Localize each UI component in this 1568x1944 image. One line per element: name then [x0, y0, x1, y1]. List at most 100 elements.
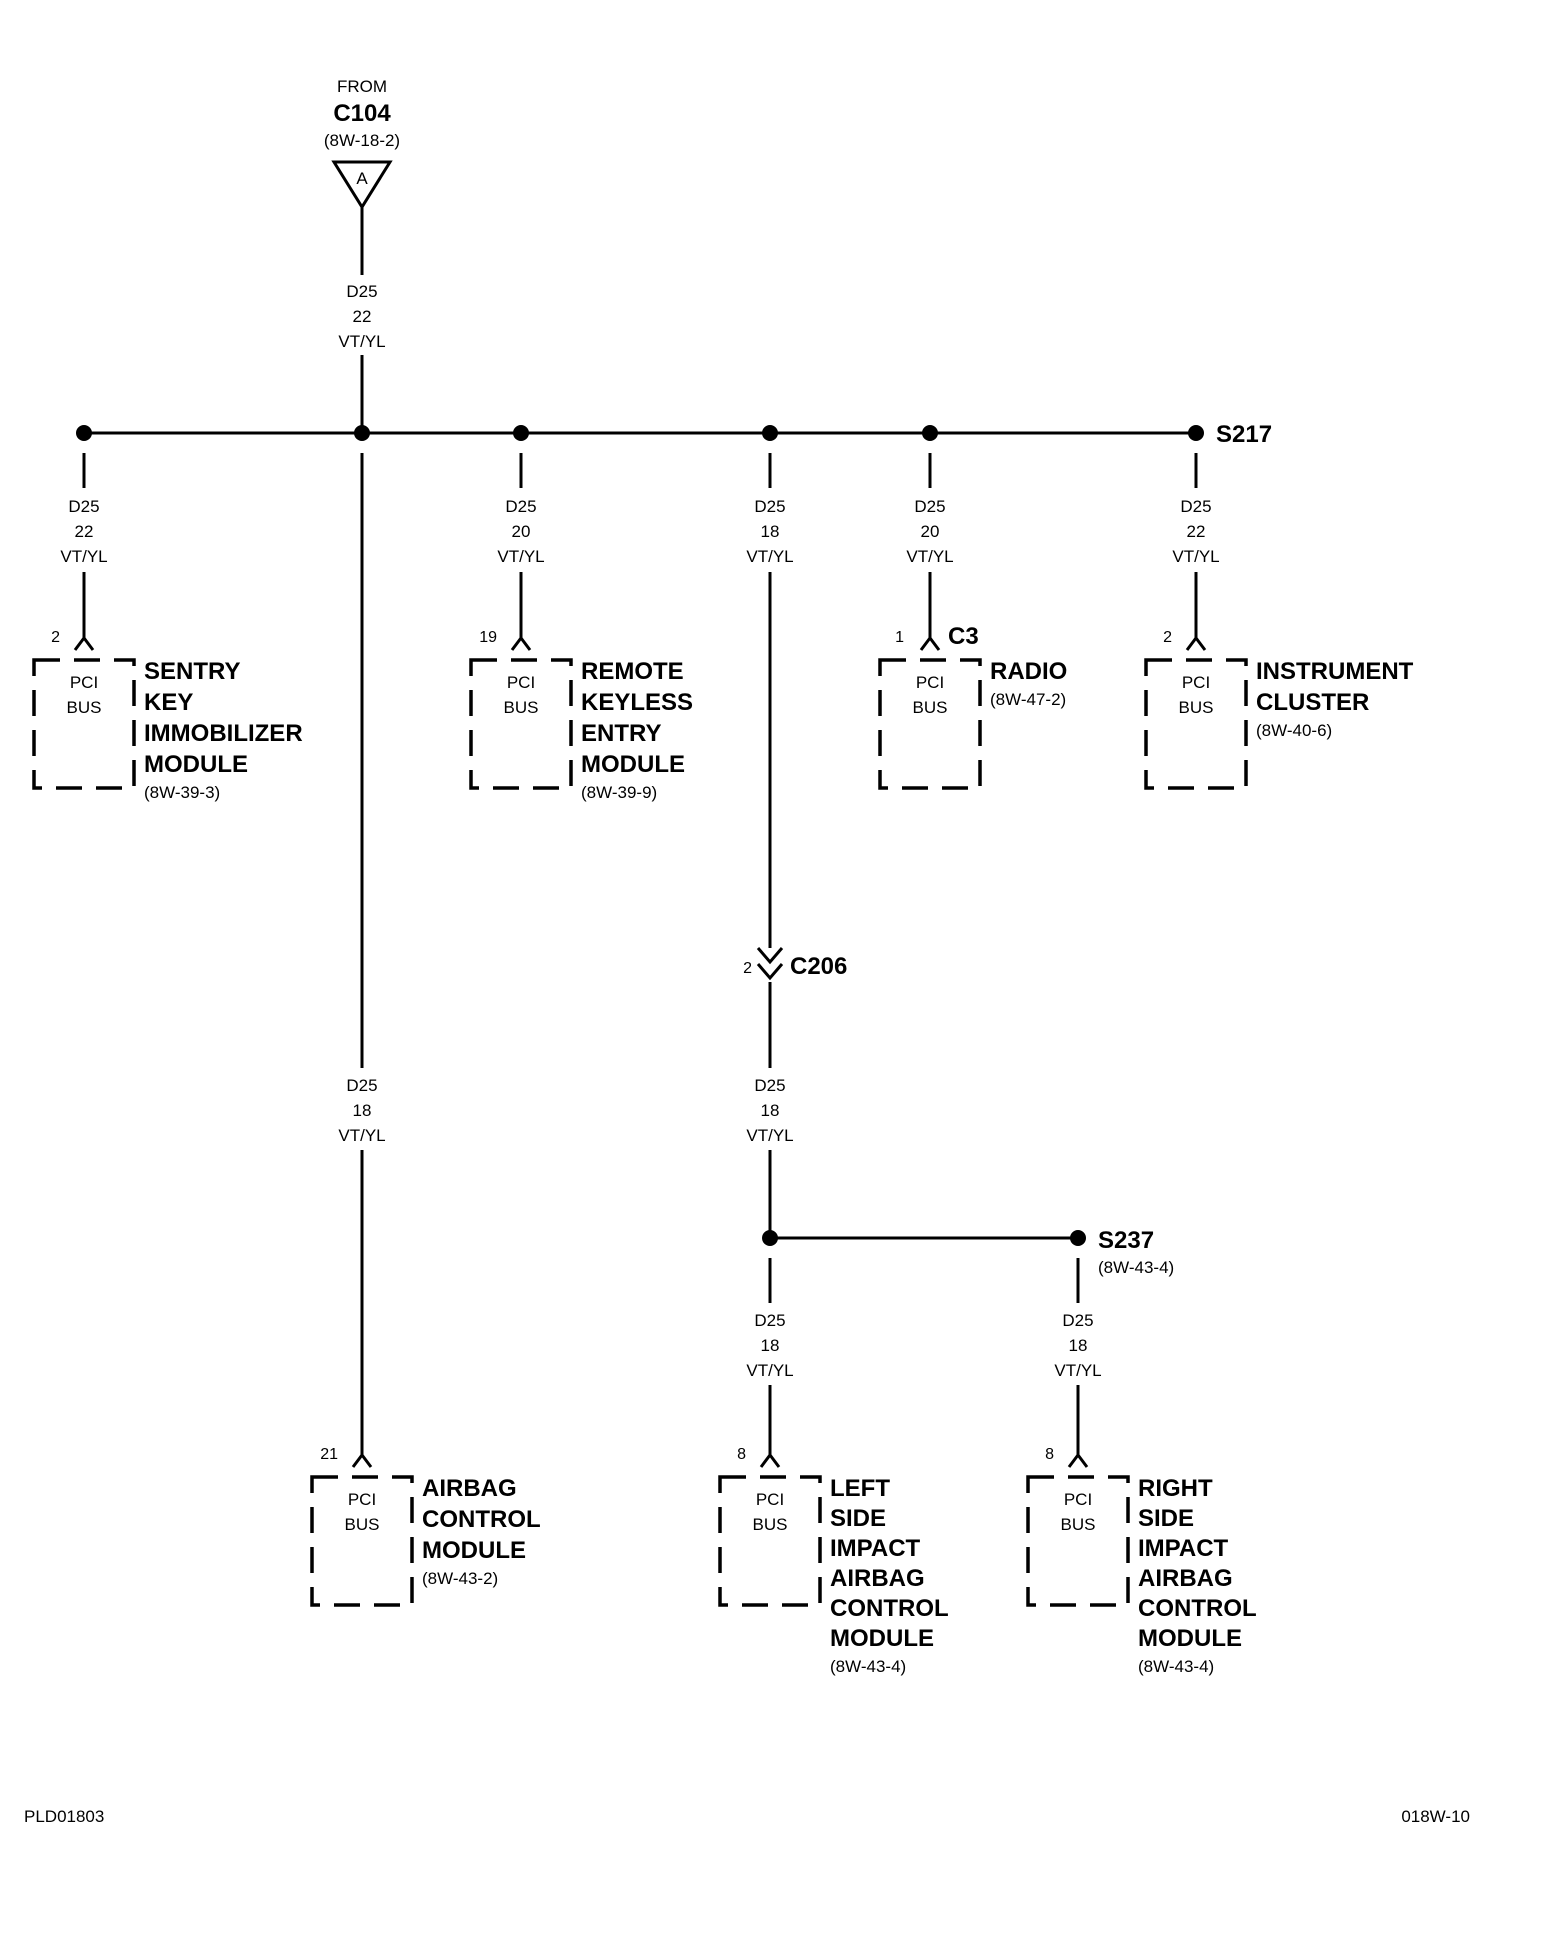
footer-right-code: 018W-10 [1401, 1807, 1470, 1826]
svg-text:VT/YL: VT/YL [338, 332, 385, 351]
connector-triangle-label: A [356, 169, 368, 188]
svg-text:VT/YL: VT/YL [1172, 547, 1219, 566]
module-name: CONTROL [830, 1595, 949, 1622]
inline-connector-pin: 2 [743, 960, 752, 977]
module-left-side-impact-airbag: 8 PCI BUS LEFT SIDE IMPACT AIRBAG CONTRO… [718, 1446, 949, 1676]
pin-connector-icon [759, 1452, 781, 1468]
module-name: SENTRY [144, 658, 240, 685]
module-ref: (8W-40-6) [1256, 721, 1332, 740]
svg-text:20: 20 [512, 522, 531, 541]
svg-text:20: 20 [921, 522, 940, 541]
module-name: MODULE [581, 751, 685, 778]
module-remote-keyless-entry: 19 PCI BUS REMOTE KEYLESS ENTRY MODULE (… [469, 629, 693, 802]
module-connector-name: C3 [948, 623, 979, 650]
module-name: MODULE [830, 1625, 934, 1652]
splice-dot-s217 [1188, 425, 1204, 441]
module-instrument-cluster: 2 PCI BUS INSTRUMENT CLUSTER (8W-40-6) [1144, 629, 1414, 790]
wire-lines [82, 207, 1198, 1455]
svg-text:VT/YL: VT/YL [60, 547, 107, 566]
svg-text:18: 18 [761, 1336, 780, 1355]
svg-text:VT/YL: VT/YL [338, 1126, 385, 1145]
wire-label: D25 22 VT/YL [60, 497, 107, 566]
module-name: INSTRUMENT [1256, 658, 1414, 685]
module-box [718, 1475, 822, 1607]
svg-text:D25: D25 [346, 282, 377, 301]
module-name: CLUSTER [1256, 689, 1369, 716]
module-radio: 1 C3 PCI BUS RADIO (8W-47-2) [878, 623, 1067, 790]
wire-label: D25 18 VT/YL [1054, 1311, 1101, 1380]
module-right-side-impact-airbag: 8 PCI BUS RIGHT SIDE IMPACT AIRBAG CONTR… [1026, 1446, 1257, 1676]
svg-text:22: 22 [1187, 522, 1206, 541]
module-bus-label: PCI [507, 673, 535, 692]
module-bus-label: PCI [756, 1490, 784, 1509]
module-name: RIGHT [1138, 1475, 1213, 1502]
connector-triangle-icon [331, 160, 393, 210]
wire-label: D25 22 VT/YL [338, 282, 385, 351]
svg-text:VT/YL: VT/YL [497, 547, 544, 566]
splice-dot [922, 425, 938, 441]
module-bus-label: BUS [753, 1515, 788, 1534]
pin-connector-icon [351, 1452, 373, 1468]
module-ref: (8W-39-3) [144, 783, 220, 802]
module-name: AIRBAG [830, 1565, 925, 1592]
footer-left-code: PLD01803 [24, 1807, 104, 1826]
module-ref: (8W-47-2) [990, 690, 1066, 709]
module-ref: (8W-39-9) [581, 783, 657, 802]
module-name: LEFT [830, 1475, 890, 1502]
module-name: MODULE [1138, 1625, 1242, 1652]
splice-dots [76, 425, 1204, 1246]
splice-label-s217: S217 [1216, 421, 1272, 448]
module-bus-label: PCI [348, 1490, 376, 1509]
module-name: AIRBAG [422, 1475, 517, 1502]
splice-dot [762, 425, 778, 441]
module-ref: (8W-43-4) [1138, 1657, 1214, 1676]
wire-label: D25 22 VT/YL [1172, 497, 1219, 566]
wire-label: D25 18 VT/YL [746, 1076, 793, 1145]
module-bus-label: BUS [913, 698, 948, 717]
svg-text:D25: D25 [754, 1311, 785, 1330]
pin-connector-icon [73, 635, 95, 651]
splice-dot [762, 1230, 778, 1246]
pin-connector-icon [510, 635, 532, 651]
svg-text:22: 22 [353, 307, 372, 326]
module-name: KEYLESS [581, 689, 693, 716]
module-name: REMOTE [581, 658, 684, 685]
wire-label: D25 18 VT/YL [746, 497, 793, 566]
module-pin-number: 1 [895, 629, 904, 646]
module-box [1144, 658, 1248, 790]
module-pin-number: 2 [51, 629, 60, 646]
module-box [32, 658, 136, 790]
svg-text:D25: D25 [1062, 1311, 1093, 1330]
module-name: IMMOBILIZER [144, 720, 303, 747]
wire-label: D25 20 VT/YL [906, 497, 953, 566]
module-bus-label: PCI [916, 673, 944, 692]
svg-text:18: 18 [761, 522, 780, 541]
module-name: CONTROL [1138, 1595, 1257, 1622]
from-label: FROM [337, 77, 387, 96]
splice-label-s237: S237 [1098, 1227, 1154, 1254]
module-name: RADIO [990, 658, 1067, 685]
module-bus-label: BUS [1061, 1515, 1096, 1534]
module-pin-number: 2 [1163, 629, 1172, 646]
svg-text:D25: D25 [505, 497, 536, 516]
module-name: AIRBAG [1138, 1565, 1233, 1592]
module-name: IMPACT [1138, 1535, 1229, 1562]
svg-text:VT/YL: VT/YL [746, 1126, 793, 1145]
splice-dot-s237 [1070, 1230, 1086, 1246]
module-pin-number: 8 [1045, 1446, 1054, 1463]
svg-text:22: 22 [75, 522, 94, 541]
svg-text:D25: D25 [754, 1076, 785, 1095]
module-name: MODULE [144, 751, 248, 778]
svg-text:D25: D25 [346, 1076, 377, 1095]
source-connector-name: C104 [333, 100, 391, 127]
module-box [1026, 1475, 1130, 1607]
svg-text:VT/YL: VT/YL [1054, 1361, 1101, 1380]
module-airbag-control: 21 PCI BUS AIRBAG CONTROL MODULE (8W-43-… [310, 1446, 541, 1607]
module-name: SIDE [1138, 1505, 1194, 1532]
splice-dot [354, 425, 370, 441]
svg-text:VT/YL: VT/YL [746, 547, 793, 566]
splice-dot [513, 425, 529, 441]
source-connector-ref: (8W-18-2) [324, 131, 400, 150]
module-bus-label: BUS [67, 698, 102, 717]
module-bus-label: PCI [1064, 1490, 1092, 1509]
